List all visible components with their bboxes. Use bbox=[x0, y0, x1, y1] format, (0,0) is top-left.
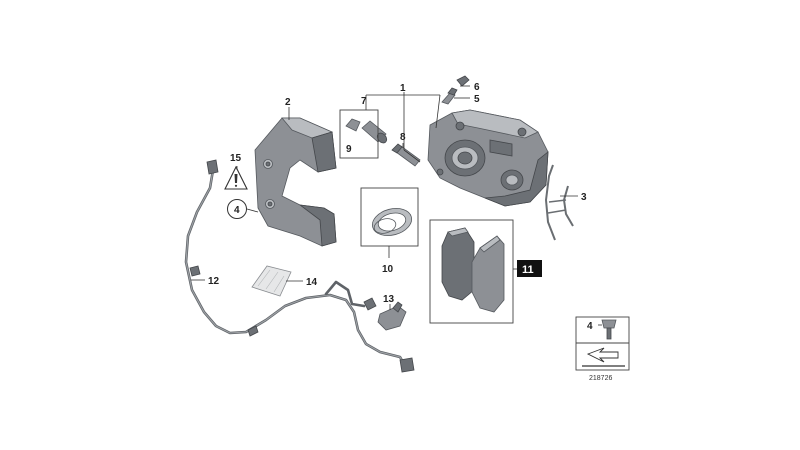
callout-10: 10 bbox=[382, 264, 394, 275]
callout-14: 14 bbox=[306, 277, 318, 288]
bleeder-dust-cap[interactable] bbox=[456, 75, 470, 87]
legend-box bbox=[575, 316, 630, 371]
brake-caliper-housing[interactable] bbox=[427, 109, 549, 207]
callout-4-legend: 4 bbox=[587, 321, 593, 332]
repair-kit-box bbox=[360, 187, 419, 247]
brake-pad-inner[interactable] bbox=[441, 227, 475, 301]
fastener-legend bbox=[575, 316, 630, 371]
leader-lines bbox=[191, 85, 602, 326]
wire-holder-bracket[interactable] bbox=[377, 301, 407, 331]
callout-4-circle: 4 bbox=[234, 205, 240, 216]
piston-seal-kit[interactable] bbox=[369, 204, 414, 239]
callout-11: 11 bbox=[522, 264, 534, 276]
warning-triangle-icon bbox=[224, 165, 248, 190]
callout-8: 8 bbox=[400, 132, 406, 143]
brake-wear-sensor-wire[interactable] bbox=[184, 159, 415, 373]
guide-bolt[interactable] bbox=[391, 143, 421, 167]
bleeder-valve[interactable] bbox=[441, 87, 458, 105]
guide-sleeve[interactable] bbox=[361, 120, 389, 145]
brake-caliper-carrier[interactable] bbox=[254, 117, 337, 247]
grease-packet[interactable] bbox=[251, 265, 292, 297]
arrow-pointer-icon bbox=[582, 347, 625, 367]
callout-5: 5 bbox=[474, 94, 480, 105]
callout-6: 6 bbox=[474, 82, 480, 93]
brake-pads-box bbox=[429, 219, 514, 324]
guide-sleeve-boot[interactable] bbox=[345, 118, 361, 132]
callout-2: 2 bbox=[285, 97, 291, 108]
callout-3: 3 bbox=[581, 192, 587, 203]
image-number: 218726 bbox=[589, 375, 612, 382]
callout-circle-4 bbox=[227, 199, 247, 219]
callout-7: 7 bbox=[361, 96, 367, 107]
callout-13: 13 bbox=[383, 294, 395, 305]
anti-rattle-spring[interactable] bbox=[544, 164, 574, 241]
callout-12: 12 bbox=[208, 276, 220, 287]
callout-9: 9 bbox=[346, 144, 352, 155]
bolt-icon bbox=[601, 319, 617, 340]
callout-11-badge bbox=[517, 260, 542, 277]
callout-15: 15 bbox=[230, 153, 242, 164]
callout-1: 1 bbox=[400, 83, 406, 94]
brake-pad-outer[interactable] bbox=[471, 235, 505, 313]
